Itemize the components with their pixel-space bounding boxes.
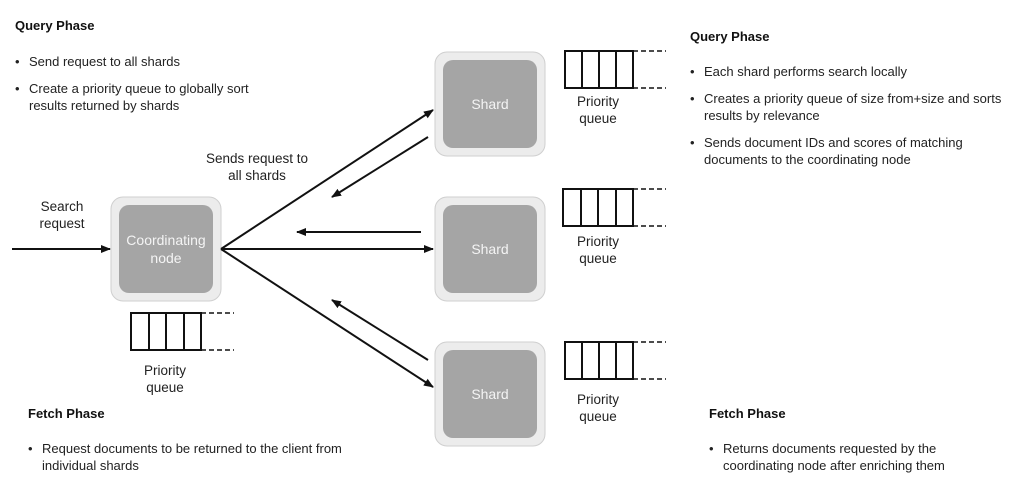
priority-queue-shard-1 — [564, 50, 666, 89]
priority-queue-label-shard-1: Priority queue — [576, 94, 619, 126]
query-phase-right-heading: Query Phase — [690, 29, 770, 44]
priority-queue-label-coordinating: Priority queue — [143, 363, 186, 395]
shard-label: Shard — [471, 241, 508, 257]
coordinating-node-label-line2: node — [150, 250, 181, 266]
coordinating-node-label-line1: Coordinating — [126, 232, 205, 248]
sends-request-label: Sends request to all shards — [205, 151, 309, 183]
list-item: Request documents to be returned to the … — [28, 440, 347, 474]
response-arrow-shard-3 — [331, 299, 429, 361]
list-item: Creates a priority queue of size from+si… — [690, 90, 1004, 124]
fetch-phase-right-heading: Fetch Phase — [709, 406, 786, 421]
shard-node-2: Shard — [434, 196, 546, 302]
shard-node-3: Shard — [434, 341, 546, 447]
shard-label: Shard — [471, 386, 508, 402]
response-arrow-shard-1 — [331, 136, 429, 198]
list-item: Returns documents requested by the coord… — [709, 440, 978, 474]
search-request-label: Search request — [39, 199, 85, 231]
query-phase-left-list: Send request to all shards Create a prio… — [15, 53, 295, 124]
list-item: Each shard performs search locally — [690, 63, 1010, 80]
list-item: Send request to all shards — [15, 53, 295, 70]
shard-label: Shard — [471, 96, 508, 112]
request-arrow-shard-1 — [220, 109, 434, 250]
fetch-phase-right-list: Returns documents requested by the coord… — [709, 440, 999, 484]
query-phase-right-list: Each shard performs search locally Creat… — [690, 63, 1010, 178]
priority-queue-label-shard-2: Priority queue — [576, 234, 619, 266]
priority-queue-shard-3 — [564, 341, 666, 380]
list-item: Sends document IDs and scores of matchin… — [690, 134, 1004, 168]
priority-queue-coordinating — [130, 312, 234, 351]
list-item: Create a priority queue to globally sort… — [15, 80, 279, 114]
coordinating-node: Coordinating node — [110, 196, 222, 302]
arrows — [12, 109, 434, 388]
fetch-phase-left-heading: Fetch Phase — [28, 406, 105, 421]
shard-node-1: Shard — [434, 51, 546, 157]
priority-queue-label-shard-3: Priority queue — [576, 392, 619, 424]
priority-queue-shard-2 — [562, 188, 666, 227]
fetch-phase-left-list: Request documents to be returned to the … — [28, 440, 348, 484]
request-arrow-shard-3 — [220, 248, 434, 388]
query-phase-left-heading: Query Phase — [15, 18, 95, 33]
